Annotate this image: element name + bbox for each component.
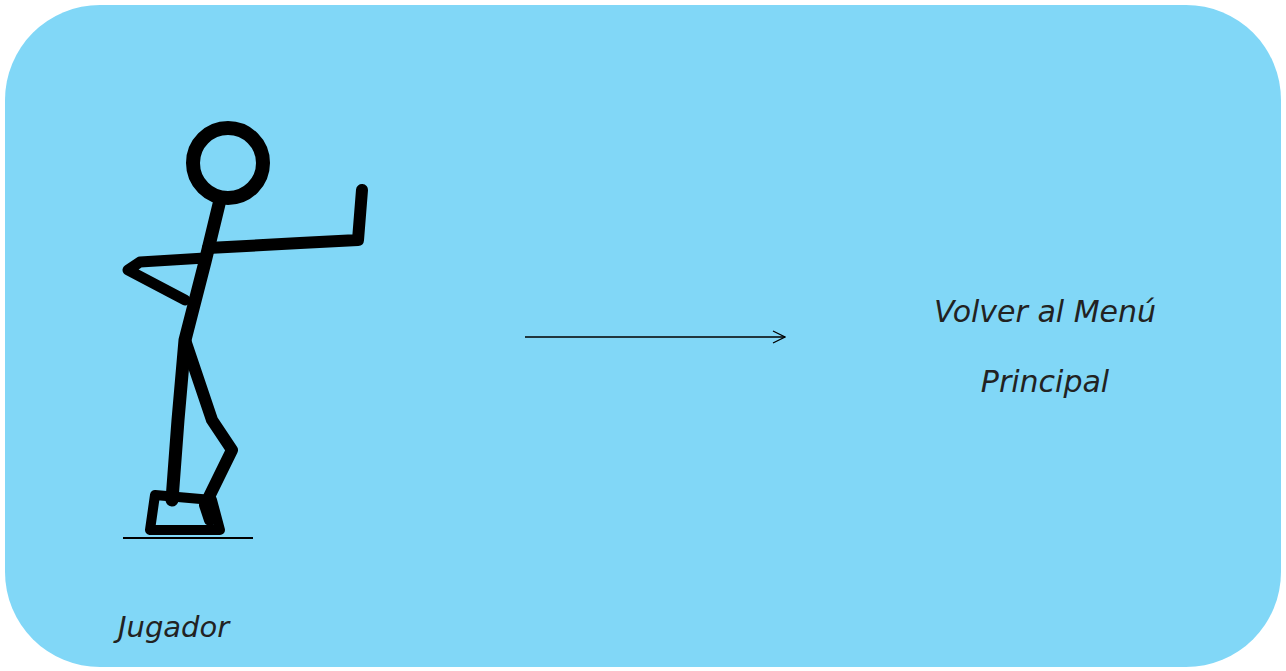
actor-figure [128, 128, 362, 530]
ground-line [123, 537, 253, 539]
node-label: Jugador [118, 607, 229, 647]
panel-rect [5, 5, 1281, 667]
actor-node: Jugador [110, 110, 525, 655]
use-case-node: Volver al Menú Principal [785, 277, 1286, 417]
association-arrow [525, 336, 785, 337]
node-label: Volver al Menú Principal [913, 277, 1178, 417]
